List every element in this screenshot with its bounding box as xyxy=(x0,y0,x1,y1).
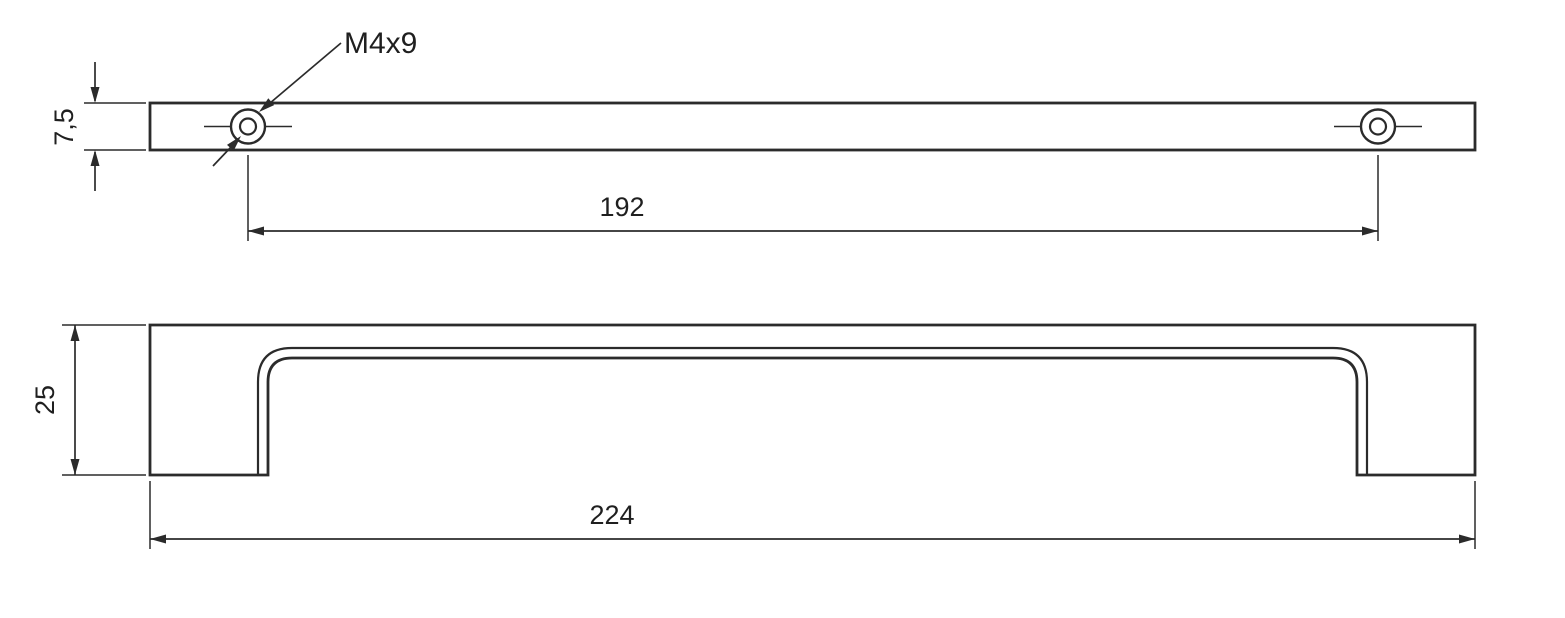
arrowhead xyxy=(70,325,80,341)
right-hole-inner-circle xyxy=(1368,117,1388,136)
left-mounting-hole xyxy=(204,108,292,145)
dimension-handle-height: 25 xyxy=(30,324,146,476)
left-hole-inner-circle xyxy=(238,117,258,136)
dimension-value-overall-length: 224 xyxy=(589,500,634,530)
arrowhead xyxy=(1459,534,1475,544)
thread-callout-second-arrowhead xyxy=(227,136,241,151)
front-view: 25 224 xyxy=(30,323,1477,549)
right-mounting-hole xyxy=(1334,108,1422,145)
arrowhead xyxy=(1362,226,1378,236)
thread-callout-leader-line xyxy=(262,42,342,110)
dimension-overall-length: 224 xyxy=(149,481,1476,549)
top-view-bar-outline xyxy=(148,101,1477,152)
top-view: M4x9 7,5 192 xyxy=(49,27,1477,241)
thread-callout-label: M4x9 xyxy=(344,27,417,60)
thread-callout: M4x9 xyxy=(212,27,417,167)
dimension-value-bar-height: 7,5 xyxy=(49,108,79,146)
arrowhead xyxy=(70,459,80,475)
arrowhead xyxy=(150,534,166,544)
arrowhead xyxy=(248,226,264,236)
dimension-value-hole-spacing: 192 xyxy=(599,192,644,222)
thread-callout-arrowhead xyxy=(259,98,275,112)
thread-callout-second-leader xyxy=(212,145,233,167)
dimension-bar-height: 7,5 xyxy=(49,62,146,191)
arrowhead xyxy=(90,87,100,103)
front-view-handle-outline xyxy=(148,323,1477,477)
dimension-value-handle-height: 25 xyxy=(30,385,60,415)
arrowhead xyxy=(90,150,100,166)
dimension-hole-spacing: 192 xyxy=(247,155,1379,241)
front-view-rounded-edge-line xyxy=(256,346,1369,475)
